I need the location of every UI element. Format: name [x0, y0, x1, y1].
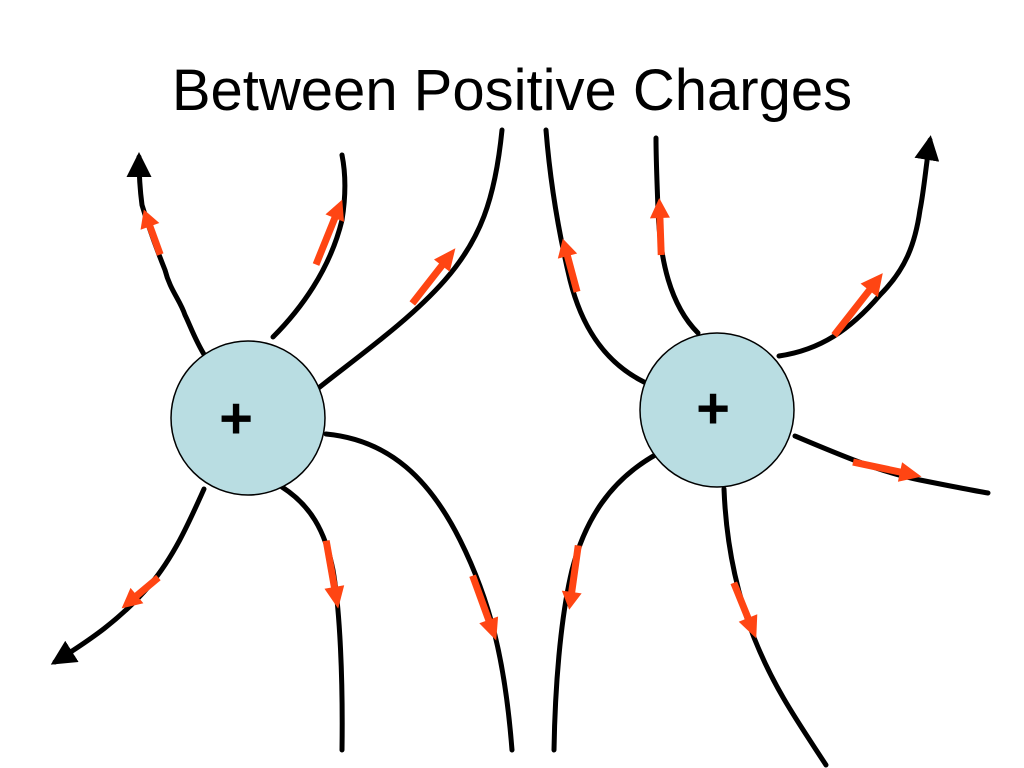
field-line-left-right-down	[323, 431, 515, 753]
arrow-right-right	[852, 458, 922, 482]
left-charge-sign: +	[219, 386, 253, 451]
field-line-right-upper-left	[543, 127, 647, 385]
arrow-right-up	[649, 198, 670, 256]
direction-arrows	[121, 198, 922, 641]
field-line-left-upper-left	[126, 152, 208, 359]
arrow-left-right-down	[469, 574, 499, 641]
field-line-left-down	[279, 484, 345, 753]
field-line-left-lower-left	[50, 486, 207, 665]
left-charge: +	[170, 340, 326, 496]
arrow-right-down	[730, 581, 758, 639]
field-line-left-up	[270, 152, 348, 340]
right-charge-circle	[639, 332, 795, 488]
arrow-left-up	[312, 199, 345, 266]
field-line-right-right	[792, 433, 991, 496]
arrow-left-upper-right	[409, 248, 456, 306]
right-field-lines	[543, 127, 991, 768]
field-line-right-down	[721, 486, 829, 768]
arrow-left-lower-left	[121, 574, 161, 609]
left-charge-circle	[170, 340, 326, 496]
arrow-right-lower-left	[561, 544, 582, 610]
arrow-left-down	[322, 540, 345, 609]
slide-title: Between Positive Charges	[171, 58, 853, 123]
right-charge: +	[639, 332, 795, 488]
arrow-left-upper-left	[140, 209, 164, 256]
right-charge-sign: +	[696, 376, 730, 441]
field-line-right-upper-right	[776, 135, 940, 359]
arrow-right-upper-right	[831, 273, 883, 338]
field-line-left-upper-right	[313, 127, 505, 393]
arrow-right-upper-left	[557, 238, 581, 293]
